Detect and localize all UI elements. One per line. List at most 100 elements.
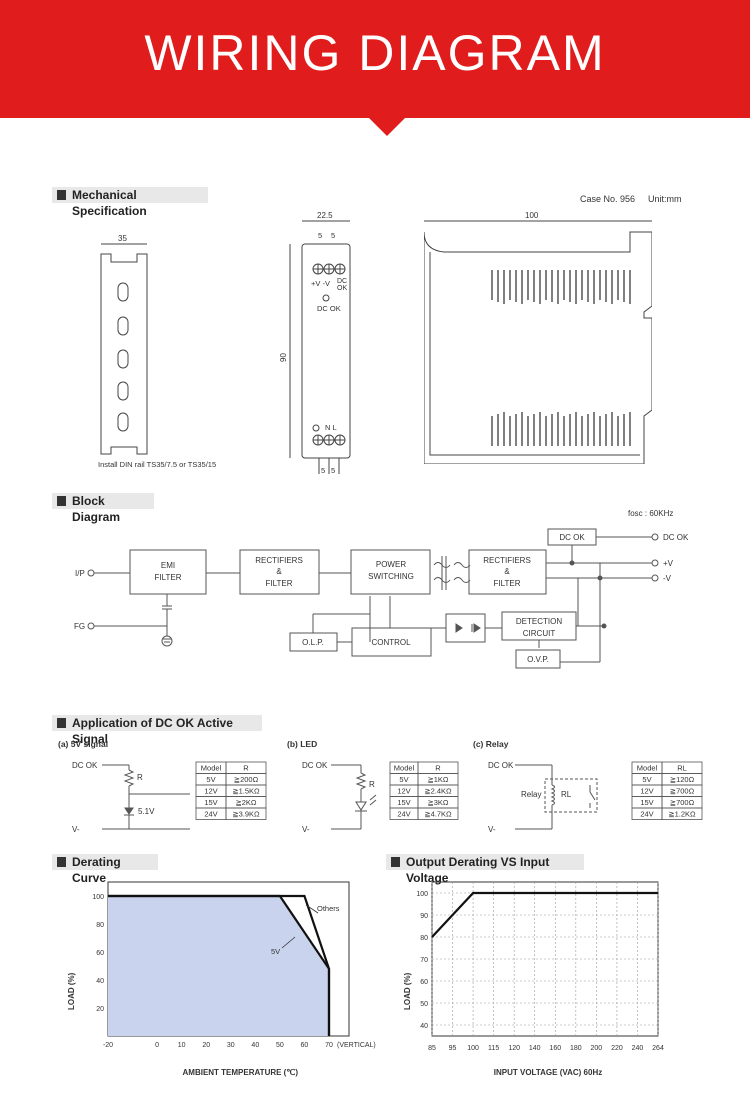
r-b-label: R: [369, 780, 375, 789]
table-value: ≧2KΩ: [235, 798, 256, 807]
out-neg-label: -V: [663, 574, 672, 583]
dcok-b-label: DC OK: [302, 761, 328, 770]
x-tick-label: 0: [155, 1042, 159, 1049]
circuit-5v-signal: [102, 764, 190, 830]
front-view: 22.5 5 5: [289, 211, 351, 474]
table-model: 12V: [397, 787, 410, 796]
table-value: ≧1KΩ: [427, 775, 448, 784]
y-tick-label: 100: [416, 891, 428, 898]
table-model: 5V: [399, 775, 408, 784]
annotation-5v: 5V: [271, 947, 280, 956]
front-dcok-led-label: DC OK: [317, 304, 341, 313]
side-vent-slots: [491, 270, 631, 446]
table-value: ≧3.9KΩ: [232, 810, 260, 819]
x-tick-label: 40: [251, 1042, 259, 1049]
x-tick-label: 160: [549, 1045, 561, 1052]
detect-label-2: CIRCUIT: [523, 629, 556, 638]
x-tick-label: 115: [488, 1045, 499, 1052]
table-header: R: [435, 764, 441, 773]
control-box: [351, 627, 432, 657]
x-tick-label: 70: [325, 1042, 333, 1049]
emi-filter-box: [129, 549, 207, 595]
annotation-others: Others: [317, 904, 340, 913]
bottom-pitch-a: 5: [321, 466, 325, 475]
y-tick-label: 50: [420, 1001, 428, 1008]
olp-label: O.L.P.: [302, 638, 324, 647]
table-value: ≧3KΩ: [427, 798, 448, 807]
control-label: CONTROL: [371, 638, 411, 647]
x-extra-label: (VERTICAL): [337, 1042, 376, 1049]
subtitle-5v-signal: (a) 5V signal: [58, 739, 108, 749]
section-output-derating: Output Derating VS Input Voltage: [386, 854, 584, 885]
fosc-label: fosc : 60KHz: [628, 509, 673, 518]
x-axis-label: INPUT VOLTAGE (VAC) 60Hz: [494, 1068, 602, 1077]
front-height-label: 90: [279, 353, 288, 362]
side-length-label: 100: [525, 211, 539, 220]
olp-box: [289, 632, 338, 652]
subtitle-led: (b) LED: [287, 739, 317, 749]
y-tick-label: 40: [420, 1023, 428, 1030]
table-model: 12V: [204, 787, 217, 796]
power-switching-box: [350, 549, 431, 595]
circuit-led: [331, 764, 377, 830]
banner-title: WIRING DIAGRAM: [144, 25, 606, 81]
front-dcok-short2: OK: [337, 285, 347, 292]
table-model: 15V: [204, 798, 217, 807]
x-tick-label: -20: [103, 1042, 113, 1049]
out-dcok-label: DC OK: [663, 533, 689, 542]
y-tick-label: 40: [96, 978, 104, 985]
rectifiers-box-1: [239, 549, 320, 595]
y-tick-label: 20: [96, 1006, 104, 1013]
unit-label: Unit:mm: [648, 194, 682, 204]
power-label-2: SWITCHING: [368, 572, 414, 581]
fg-label: FG: [74, 622, 85, 631]
block-diagram-labels: I/P FG EMI FILTER RECTIFIERS & FILTER PO…: [74, 533, 689, 664]
rail-width-label: 35: [118, 234, 127, 243]
section-mechanical-specification: Mechanical Specification: [52, 187, 208, 218]
rect1-label-2: &: [276, 567, 282, 576]
table-value: ≧700Ω: [670, 787, 695, 796]
rect1-label-3: FILTER: [266, 579, 293, 588]
dcok-subtitles: (a) 5V signal (b) LED (c) Relay: [58, 739, 509, 749]
front-terminals-top: +V -V: [311, 279, 330, 288]
ovp-label: O.V.P.: [527, 655, 549, 664]
din-rail: 35: [100, 234, 148, 455]
front-width-label: 22.5: [317, 211, 333, 220]
rect2-label-3: FILTER: [494, 579, 521, 588]
opto-led-icon: [455, 623, 463, 633]
bottom-pitch-b: 5: [331, 466, 335, 475]
table-value: ≧200Ω: [234, 775, 259, 784]
y-tick-label: 80: [96, 922, 104, 929]
y-tick-label: 100: [92, 894, 104, 901]
x-tick-label: 85: [428, 1045, 436, 1052]
pitch-label-a: 5: [318, 231, 322, 240]
dcok-a-label: DC OK: [72, 761, 98, 770]
derating-fill-area: [108, 896, 329, 1036]
side-view: [424, 220, 652, 464]
y-tick-label: 60: [420, 979, 428, 986]
annotation-leader: [281, 936, 296, 949]
x-axis-label: AMBIENT TEMPERATURE (℃): [183, 1068, 299, 1077]
emi-label-1: EMI: [161, 561, 175, 570]
table-header: Model: [201, 764, 222, 773]
table-header: R: [243, 764, 249, 773]
power-label-1: POWER: [376, 560, 406, 569]
emi-label-2: FILTER: [155, 573, 182, 582]
banner: [0, 0, 750, 118]
table-model: 24V: [640, 810, 653, 819]
block-diagram-boxes: [129, 528, 597, 669]
rl-label: RL: [561, 790, 572, 799]
table-header: Model: [394, 764, 415, 773]
optocoupler-box: [445, 613, 486, 643]
x-tick-label: 10: [178, 1042, 186, 1049]
table-model: 12V: [640, 787, 653, 796]
relay-label: Relay: [521, 790, 541, 799]
series-line-5v: [108, 894, 331, 1036]
vminus-a-label: V-: [72, 825, 80, 834]
out-pos-label: +V: [663, 559, 674, 568]
subtitle-relay: (c) Relay: [473, 739, 509, 749]
section-derating-curve: Derating Curve: [52, 854, 158, 885]
rect2-label-1: RECTIFIERS: [483, 556, 531, 565]
